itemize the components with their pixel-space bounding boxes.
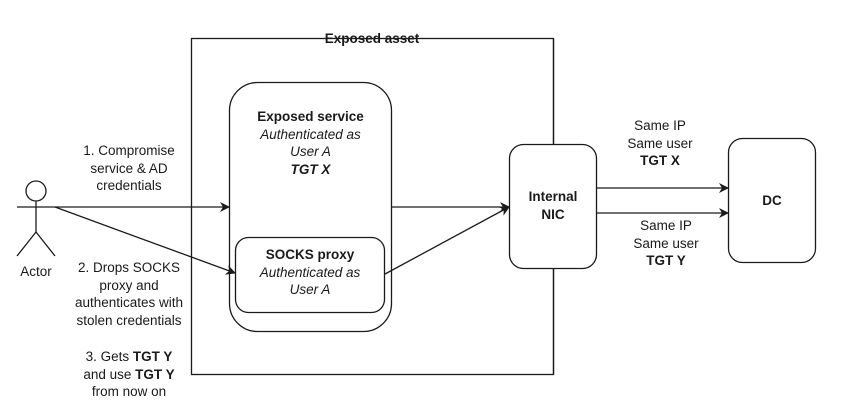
arrow-actor-to-socks-proxy xyxy=(54,206,236,275)
edge-bottom-line2: Same user xyxy=(633,235,699,251)
edge-bottom-label: Same IP Same user TGT Y xyxy=(606,217,726,270)
socks-proxy-auth-line2: User A xyxy=(289,282,331,297)
internal-nic-label: Internal NIC xyxy=(509,188,597,223)
step3-line1: 3. Gets TGT Y xyxy=(64,348,194,366)
step1-line2: service & AD xyxy=(90,160,168,176)
arrow-socks-proxy-to-nic xyxy=(384,206,510,275)
socks-proxy-box[interactable] xyxy=(234,236,386,314)
exposed-service-auth-line1: Authenticated as xyxy=(260,126,361,142)
step1-label: 1. Compromise service & AD credentials xyxy=(64,142,194,195)
step3-line3: from now on xyxy=(91,384,167,399)
step2-line4: stolen credentials xyxy=(76,312,182,328)
edge-top-line1: Same IP xyxy=(634,118,686,133)
socks-proxy-title: SOCKS proxy xyxy=(265,247,355,262)
step3-prefix1: 3. Gets xyxy=(85,349,133,364)
socks-proxy-auth-line1: Authenticated as xyxy=(259,264,361,280)
step2-label: 2. Drops SOCKS proxy and authenticates w… xyxy=(64,259,194,329)
actor-icon xyxy=(16,180,56,257)
exposed-service-auth-line2: User A xyxy=(290,144,331,159)
step3-prefix2: and use xyxy=(83,366,136,382)
step1-line3: credentials xyxy=(96,178,162,193)
internal-nic-line1: Internal xyxy=(528,189,578,204)
step3-ticket2: TGT Y xyxy=(135,366,175,382)
exposed-service-label: Exposed service Authenticated as User A … xyxy=(229,108,392,178)
edge-top-line2: Same user xyxy=(627,135,693,151)
edge-bottom-line1: Same IP xyxy=(640,218,692,233)
edge-bottom-ticket: TGT Y xyxy=(646,253,686,268)
socks-proxy-label: SOCKS proxy Authenticated as User A xyxy=(235,246,385,299)
step3-line2: and use TGT Y xyxy=(64,366,194,384)
exposed-service-title: Exposed service xyxy=(257,109,364,124)
dc-label: DC xyxy=(762,193,782,208)
step1-line1: 1. Compromise xyxy=(83,143,175,158)
internal-nic-line2: NIC xyxy=(541,206,565,222)
edge-top-label: Same IP Same user TGT X xyxy=(600,117,720,170)
step3-ticket1: TGT Y xyxy=(132,349,173,364)
step3-label: 3. Gets TGT Y and use TGT Y from now on xyxy=(64,348,194,401)
actor-label: Actor xyxy=(20,264,52,279)
edge-top-ticket: TGT X xyxy=(640,153,680,168)
step2-line1: 2. Drops SOCKS xyxy=(77,260,181,275)
dc-box[interactable] xyxy=(727,137,817,264)
exposed-asset-title: Exposed asset xyxy=(324,31,420,46)
step2-line2: proxy and xyxy=(99,277,159,293)
exposed-service-ticket: TGT X xyxy=(290,161,331,177)
step2-line3: authenticates with xyxy=(74,295,184,310)
